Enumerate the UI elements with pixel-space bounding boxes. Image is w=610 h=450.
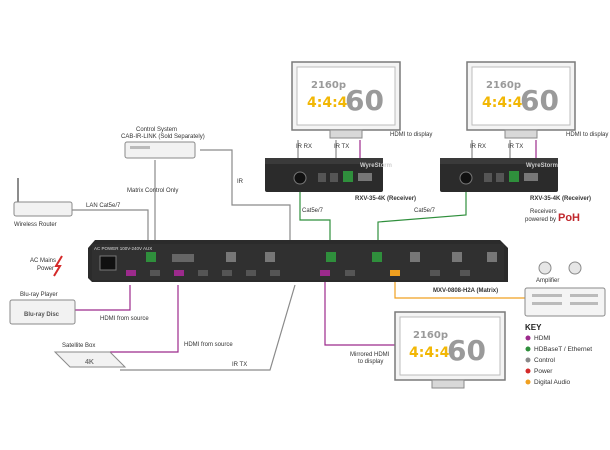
- legend-swatch: [525, 357, 531, 363]
- display-resolution: 2160p: [413, 330, 448, 341]
- control-cable-ir: [200, 149, 291, 245]
- display-refresh: 60: [520, 84, 559, 117]
- matrix-name-label: MXV-0808-H2A (Matrix): [433, 288, 498, 294]
- svg-text:WyreStorm: WyreStorm: [360, 163, 392, 169]
- legend-item-label: HDBaseT / Ethernet: [534, 346, 592, 353]
- receiver-left-label: RXV-35-4K (Receiver): [355, 196, 416, 202]
- cab-ir-link-label: CAB-IR-LINK (Sold Separately): [121, 134, 205, 140]
- to-display-label: to display: [358, 359, 383, 365]
- display-chroma: 4:4:4: [482, 95, 523, 111]
- lan-cable: [70, 209, 149, 240]
- labels: Control System CAB-IR-LINK (Sold Separat…: [14, 127, 608, 368]
- hdbt-cable-right: [377, 192, 467, 250]
- legend-item-label: Digital Audio: [534, 379, 571, 386]
- ac-mains-label: AC Mains: [30, 258, 56, 264]
- matrix-control-only-label: Matrix Control Only: [127, 188, 178, 194]
- display-top-left: 2160p 4:4:4 60: [291, 61, 401, 139]
- cat-right-label: Cat5e/7: [414, 208, 436, 214]
- control-system-label: Control System: [136, 127, 177, 133]
- hdbt-cable-left: [299, 192, 331, 250]
- receiver-right-label: RXV-35-4K (Receiver): [530, 196, 591, 202]
- amplifier-device: [524, 261, 606, 317]
- ir-rx-right-label: IR RX: [470, 144, 486, 150]
- bluray-player-label: Blu-ray Player: [20, 292, 58, 298]
- receiver-left: WyreStorm: [265, 158, 392, 192]
- legend-swatch: [525, 368, 531, 374]
- lan-cat-label: LAN Cat5e/7: [86, 203, 121, 209]
- ir-tx-left-label: IR TX: [334, 144, 349, 150]
- powered-by-label: powered by: [525, 217, 556, 223]
- poh-logo: PoH: [558, 212, 580, 224]
- legend-swatch: [525, 335, 531, 341]
- audio-cable: [394, 280, 525, 299]
- ir-tx-right-label: IR TX: [508, 144, 523, 150]
- legend: KEY HDMI HDBaseT / EthernetControlPowerDi…: [525, 323, 592, 386]
- ir-tx-bottom-cable: [120, 284, 296, 371]
- power-lightning-icon: [53, 255, 63, 277]
- svg-text:WyreStorm: WyreStorm: [526, 163, 558, 169]
- hdmi-from-source-label: HDMI from source: [184, 342, 233, 348]
- display-chroma: 4:4:4: [409, 345, 450, 361]
- mirrored-hdmi-label: Mirrored HDMI: [350, 352, 390, 358]
- bluray-player-device: Blu-ray Disc: [9, 299, 76, 325]
- matrix-control-label: AC POWER 100V-240V AUX: [94, 246, 152, 251]
- matrix-switcher: AC POWER 100V-240V AUX: [88, 240, 508, 282]
- hdmi-to-display-right-label: HDMI to display: [566, 132, 608, 138]
- legend-swatch: [525, 346, 531, 352]
- power-label: Power: [37, 266, 54, 272]
- wireless-router-label: Wireless Router: [14, 222, 57, 228]
- satellite-logo: 4K: [85, 359, 94, 366]
- legend-title: KEY: [525, 323, 542, 332]
- control-system-device: [124, 141, 196, 159]
- receivers-label: Receivers: [530, 209, 557, 215]
- legend-item-label: Power: [534, 368, 553, 375]
- cat-left-label: Cat5e/7: [302, 208, 324, 214]
- legend-swatch: [525, 379, 531, 385]
- wireless-router-device: [13, 178, 73, 217]
- hdmi-cable-mirrored: [324, 282, 395, 346]
- ir-tx-label: IR TX: [232, 362, 247, 368]
- cables: [70, 140, 537, 371]
- display-chroma: 4:4:4: [307, 95, 348, 111]
- hdmi-from-source-label: HDMI from source: [100, 316, 149, 322]
- display-top-right: 2160p 4:4:4 60: [466, 61, 576, 139]
- ir-rx-left-label: IR RX: [296, 144, 312, 150]
- satellite-box-label: Satellite Box: [62, 343, 95, 349]
- display-refresh: 60: [447, 334, 486, 367]
- hdmi-cable-bluray: [75, 285, 131, 311]
- hdmi-to-display-left-label: HDMI to display: [390, 132, 432, 138]
- display-resolution: 2160p: [311, 80, 346, 91]
- legend-item-label: Control: [534, 357, 556, 364]
- hdmi-cable-satellite: [110, 285, 179, 353]
- legend-item-label: HDMI: [534, 335, 551, 342]
- ir-label: IR: [237, 179, 244, 185]
- amplifier-label: Amplifier: [536, 278, 559, 284]
- bluray-logo: Blu-ray Disc: [24, 312, 60, 318]
- display-bottom: 2160p 4:4:4 60: [394, 311, 506, 389]
- display-resolution: 2160p: [486, 80, 521, 91]
- receiver-right: WyreStorm: [440, 158, 558, 192]
- satellite-box-device: 4K: [53, 351, 127, 368]
- display-refresh: 60: [345, 84, 384, 117]
